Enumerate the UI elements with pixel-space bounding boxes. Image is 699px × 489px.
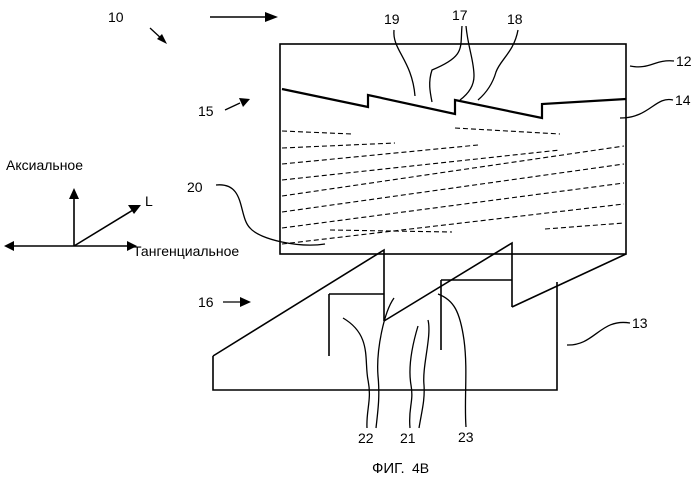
leader-20 [216, 185, 325, 245]
ref-label-16: 16 [198, 294, 214, 310]
axial-axis-arrow [69, 188, 79, 199]
ref-label-20: 20 [187, 179, 203, 195]
figure-caption-prefix: ФИГ. [372, 460, 405, 477]
ref-label-10: 10 [108, 9, 124, 25]
ref-label-14: 14 [675, 92, 691, 108]
flow-direction-arrow [210, 12, 278, 22]
leader-23 [438, 294, 466, 427]
leader-arrow-16 [223, 297, 251, 307]
ref-label-21: 21 [400, 430, 416, 446]
leader-18 [478, 30, 518, 100]
tangential-axis-left-arrow [4, 241, 14, 251]
axial-direction-label: Аксиальное [6, 157, 83, 173]
leader-22a [343, 318, 369, 428]
leader-21a [410, 326, 418, 428]
ref-label-17: 17 [452, 7, 468, 23]
ref-label-22: 22 [358, 430, 374, 446]
leader-17b [460, 26, 474, 100]
lower-block-13 [213, 243, 626, 390]
upper-block-12 [280, 44, 626, 254]
leader-22b [376, 298, 394, 428]
leader-21b [419, 320, 429, 428]
stepped-seal-line [282, 89, 626, 118]
leader-13 [567, 322, 630, 345]
leader-14 [620, 100, 673, 118]
ref-label-15: 15 [198, 103, 214, 119]
coordinate-axes [4, 188, 141, 251]
tangential-direction-label: Тангенциальное [133, 243, 239, 259]
leader-12 [630, 61, 674, 67]
leader-19 [394, 30, 415, 96]
dashed-strand-lines [282, 128, 624, 244]
ref-label-19: 19 [384, 11, 400, 27]
figure-caption-number: 4B [412, 460, 429, 476]
resultant-vector-label: L [145, 193, 153, 209]
resultant-vector-line [74, 210, 133, 246]
leader-arrow-15 [225, 98, 250, 110]
leader-arrow-10 [150, 28, 167, 44]
ref-label-12: 12 [676, 53, 692, 69]
ref-label-13: 13 [632, 315, 648, 331]
ref-label-23: 23 [458, 429, 474, 445]
leader-17 [430, 26, 462, 102]
ref-label-18: 18 [507, 11, 523, 27]
